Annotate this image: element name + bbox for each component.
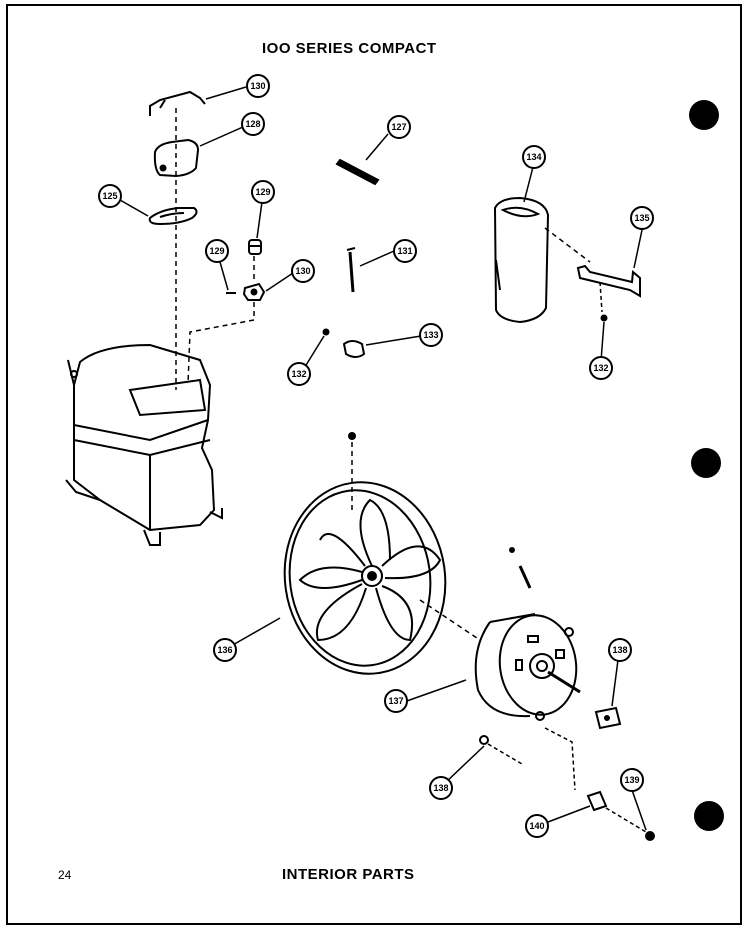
svg-text:132: 132 [593, 363, 608, 373]
guide-line-terminal [187, 256, 255, 385]
fan-top-bolt [348, 432, 356, 440]
svg-text:140: 140 [529, 821, 544, 831]
callout-129-upper: 129 [251, 180, 275, 204]
callout-137: 137 [384, 689, 408, 713]
svg-text:134: 134 [526, 152, 541, 162]
guide-line-spacer [605, 807, 647, 833]
binder-hole-top [689, 100, 719, 130]
duct-bracket [576, 264, 641, 298]
callout-125: 125 [98, 184, 122, 208]
nut [645, 831, 655, 841]
page-title: IOO SERIES COMPACT [262, 40, 437, 57]
svg-text:135: 135 [634, 213, 649, 223]
svg-text:132: 132 [291, 369, 306, 379]
callout-138-right: 138 [608, 638, 632, 662]
callout-130-top: 130 [246, 74, 270, 98]
spacer [586, 790, 608, 812]
guide-line-duct [544, 227, 591, 263]
svg-text:129: 129 [255, 187, 270, 197]
pin [335, 158, 380, 186]
relay-cover [153, 138, 200, 178]
svg-text:136: 136 [217, 645, 232, 655]
svg-text:138: 138 [612, 645, 627, 655]
callout-127: 127 [387, 115, 411, 139]
svg-text:125: 125 [102, 191, 117, 201]
page-number: 24 [58, 868, 72, 882]
terminal-nut [242, 282, 266, 301]
mount-plate [594, 706, 622, 730]
bracket-wire [149, 90, 206, 116]
callout-135: 135 [630, 206, 654, 230]
page-caption: INTERIOR PARTS [282, 866, 415, 883]
svg-text:138: 138 [433, 783, 448, 793]
svg-text:128: 128 [245, 119, 260, 129]
callout-131: 131 [393, 239, 417, 263]
callout-132-left: 132 [287, 362, 311, 386]
callout-138-bottom: 138 [429, 776, 453, 800]
washer [479, 735, 489, 745]
svg-text:130: 130 [250, 81, 265, 91]
binder-hole-bottom [694, 801, 724, 831]
motor-screw [509, 547, 532, 589]
leader-lines [119, 86, 647, 831]
svg-text:133: 133 [423, 330, 438, 340]
svg-text:127: 127 [391, 122, 406, 132]
bracket-screw [600, 314, 608, 322]
gasket [148, 207, 198, 226]
callout-136: 136 [213, 638, 237, 662]
duct [493, 196, 550, 324]
svg-text:130: 130 [295, 266, 310, 276]
callout-133: 133 [419, 323, 443, 347]
compressor [65, 343, 223, 546]
callout-129-lower: 129 [205, 239, 229, 263]
guide-line-washer [487, 743, 523, 765]
callout-130-terminal: 130 [291, 259, 315, 283]
page-frame [6, 4, 742, 925]
svg-text:129: 129 [209, 246, 224, 256]
guide-line-bracket [599, 281, 603, 313]
grommet [248, 239, 262, 255]
fan-motor [474, 613, 581, 721]
callout-128: 128 [241, 112, 265, 136]
guide-line-motor-foot [544, 727, 576, 791]
binder-hole-middle [691, 448, 721, 478]
fan-blade [283, 481, 447, 675]
svg-text:137: 137 [388, 696, 403, 706]
clamp [322, 328, 366, 358]
svg-text:131: 131 [397, 246, 412, 256]
guide-line-shaft [419, 599, 481, 641]
long-screw [346, 247, 356, 293]
svg-text:139: 139 [624, 775, 639, 785]
callout-139: 139 [620, 768, 644, 792]
callout-132-right: 132 [589, 356, 613, 380]
callout-140: 140 [525, 814, 549, 838]
callout-134: 134 [522, 145, 546, 169]
